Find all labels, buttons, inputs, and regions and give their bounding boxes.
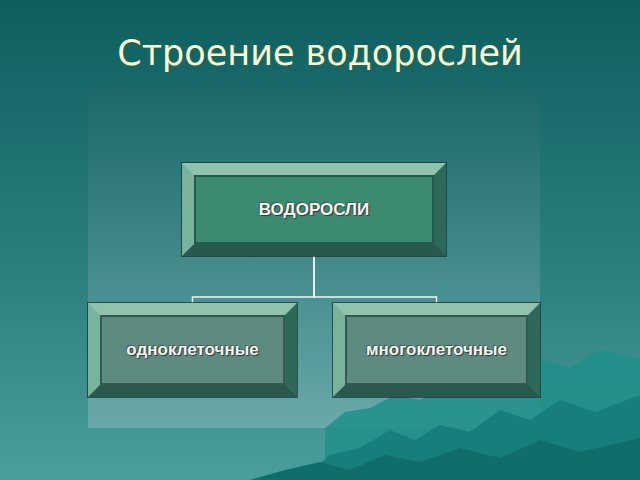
slide-title: Строение водорослей xyxy=(0,32,640,74)
panel xyxy=(88,88,540,428)
mountains xyxy=(250,438,640,480)
tree-connector xyxy=(314,256,437,303)
box-label: многоклеточные xyxy=(366,340,507,360)
category-box: многоклеточные xyxy=(333,303,540,397)
box-label: ВОДОРОСЛИ xyxy=(259,200,370,220)
tree-connector xyxy=(193,256,315,303)
box-label: одноклеточные xyxy=(126,340,258,360)
category-box: одноклеточные xyxy=(88,303,297,397)
root-box: ВОДОРОСЛИ xyxy=(182,163,446,256)
